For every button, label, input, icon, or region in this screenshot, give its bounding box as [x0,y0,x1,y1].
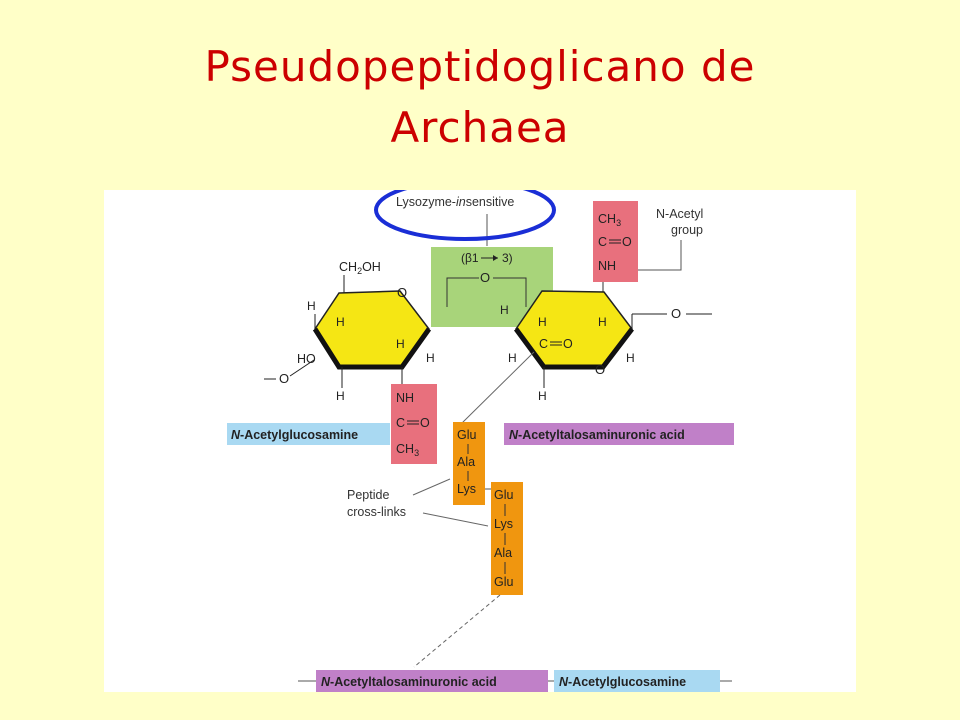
highlight-ellipse [374,190,556,241]
nag-label-bottom [554,670,720,692]
left-ring-h-3: H [396,337,405,351]
left-ring-h-2: H [336,315,345,329]
left-ring-ch2oh: CH2OH [339,260,381,276]
left-acetyl-carbon: C [396,416,405,430]
nat-label-top [504,423,734,445]
right-ring-oxygen: O [595,362,605,377]
diagram-panel: Lysozyme-insensitive (β1 3) O CH3 C O NH… [104,190,856,692]
crosslinks-pointer-2 [422,512,489,527]
left-ring-front-edge [312,327,432,370]
n-acetyl-group-box [593,201,638,282]
right-ring-front-edge [513,327,634,370]
crosslinks-pointer-1 [412,478,451,496]
peptide-chain-2-box [491,482,523,595]
bridge-oxygen: O [480,270,490,285]
left-ring-ho: HO [297,352,316,366]
left-ring-h-1: H [307,299,316,313]
bond-number-label: 3) [502,251,513,265]
right-ring-h-4: H [508,351,517,365]
left-ring-h-5: H [336,389,345,403]
right-ring-h-5: H [626,351,635,365]
right-acetyl-oxygen: O [622,235,632,249]
peptide-chain-2-residue: Glu [494,575,514,589]
right-acetyl-ch3: CH3 [598,212,621,228]
n-acetyl-group-pointer [638,240,682,271]
crosslinks-label-line-1: Peptide [347,488,389,502]
bridge-bond-left [446,277,479,307]
right-ring-h-2: H [538,315,547,329]
nag-label-top [227,423,390,445]
peptide-chain-1-box [453,422,485,505]
peptide-chain-2-residue: Lys [494,517,513,531]
peptide-chain-2-residue: Ala [494,546,512,560]
slide-title-line-2: Archaea [390,103,570,152]
pseudopeptidoglycan-diagram: Lysozyme-insensitive (β1 3) O CH3 C O NH… [227,190,734,692]
crosslinks-label-line-2: cross-links [347,505,406,519]
left-ring-oxygen: O [397,285,407,300]
right-acetyl-nh: NH [598,259,616,273]
bridge-bond-right [493,277,527,307]
dashed-link-line [413,594,501,668]
left-link-oxygen: O [279,371,289,386]
arrow-right-icon [481,255,498,261]
left-acetyl-ch3: CH3 [396,442,419,458]
right-ring-carbon: C [539,337,548,351]
svg-text:N-Acetylglucosamine: N-Acetylglucosamine [231,428,358,442]
svg-text:N-Acetylglucosamine: N-Acetylglucosamine [559,675,686,689]
peptide-chain-1-residue: Lys [457,482,476,496]
slide-title-line-1: Pseudopeptidoglicano de [204,42,756,91]
nat-label-bottom [316,670,548,692]
right-ring-carbonyl-oxygen: O [563,337,573,351]
right-acetyl-carbon: C [598,235,607,249]
bond-beta-label: (β1 [461,251,479,265]
peptide-chain-1-residue: Glu [457,428,477,442]
left-acetyl-oxygen: O [420,416,430,430]
n-acetyl-group-label-line-2: group [671,223,703,237]
right-ring-h-3: H [598,315,607,329]
lysozyme-insensitive-label: Lysozyme-insensitive [396,195,514,209]
peptide-chain-2-residue: Glu [494,488,514,502]
svg-text:N-Acetyltalosaminuronic acid: N-Acetyltalosaminuronic acid [509,428,685,442]
left-ring-h-4: H [426,351,435,365]
n-acetyl-group-label-line-1: N-Acetyl [656,207,703,221]
right-link-oxygen: O [671,306,681,321]
right-ring-h-1: H [500,303,509,317]
peptide-chain-1-residue: Ala [457,455,475,469]
left-acetyl-nh: NH [396,391,414,405]
right-ring-h-6: H [538,389,547,403]
chain-1-link-line [460,351,535,425]
svg-text:N-Acetyltalosaminuronic acid: N-Acetyltalosaminuronic acid [321,675,497,689]
